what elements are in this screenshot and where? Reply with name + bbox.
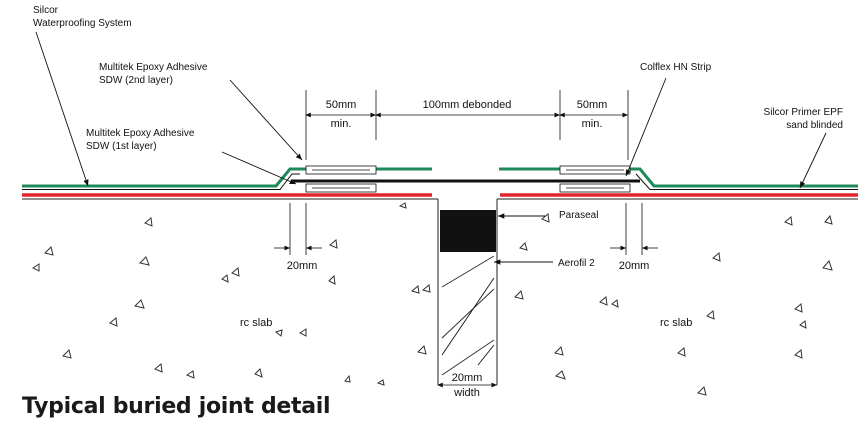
dim-left-min: min. — [331, 118, 352, 130]
dim-gap-20: 20mm — [452, 372, 483, 384]
paraseal-block — [440, 210, 496, 252]
paraseal-label: Paraseal — [559, 210, 598, 221]
joint-fill — [440, 210, 496, 376]
dimension-lines — [274, 90, 658, 388]
rc-slab-right-label: rc slab — [660, 317, 692, 329]
drawing-title: Typical buried joint detail — [22, 394, 331, 419]
concrete-aggregate — [32, 202, 833, 396]
multitek-1st-label-line2: SDW (1st layer) — [86, 141, 157, 152]
leader-lines — [35, 31, 827, 366]
adhesive-layers — [305, 165, 631, 193]
primer-label-line2: sand blinded — [786, 120, 843, 131]
dim-right-20: 20mm — [619, 260, 650, 272]
silcor-label-line2: Waterproofing System — [33, 18, 132, 29]
silcor-label-line1: Silcor — [33, 5, 59, 16]
annotation-labels: Silcor Waterproofing System Multitek Epo… — [33, 5, 843, 399]
multitek-2nd-label-line2: SDW (2nd layer) — [99, 75, 173, 86]
multitek-1st-label-line1: Multitek Epoxy Adhesive — [86, 128, 195, 139]
multitek-2nd-label-line1: Multitek Epoxy Adhesive — [99, 62, 208, 73]
primer-label-line1: Silcor Primer EPF — [764, 107, 843, 118]
rc-slab-outline — [22, 198, 858, 385]
aerofil-label: Aerofil 2 — [558, 258, 595, 269]
dim-right-min: min. — [582, 118, 603, 130]
dim-gap-width: width — [453, 387, 480, 399]
dim-debonded: 100mm debonded — [423, 99, 512, 111]
colflex-label: Colflex HN Strip — [640, 62, 712, 73]
waterproofing-membrane — [22, 167, 858, 190]
dim-left-20: 20mm — [287, 260, 318, 272]
dim-left-50: 50mm — [326, 99, 357, 111]
rc-slab-left-label: rc slab — [240, 317, 272, 329]
dim-right-50: 50mm — [577, 99, 608, 111]
